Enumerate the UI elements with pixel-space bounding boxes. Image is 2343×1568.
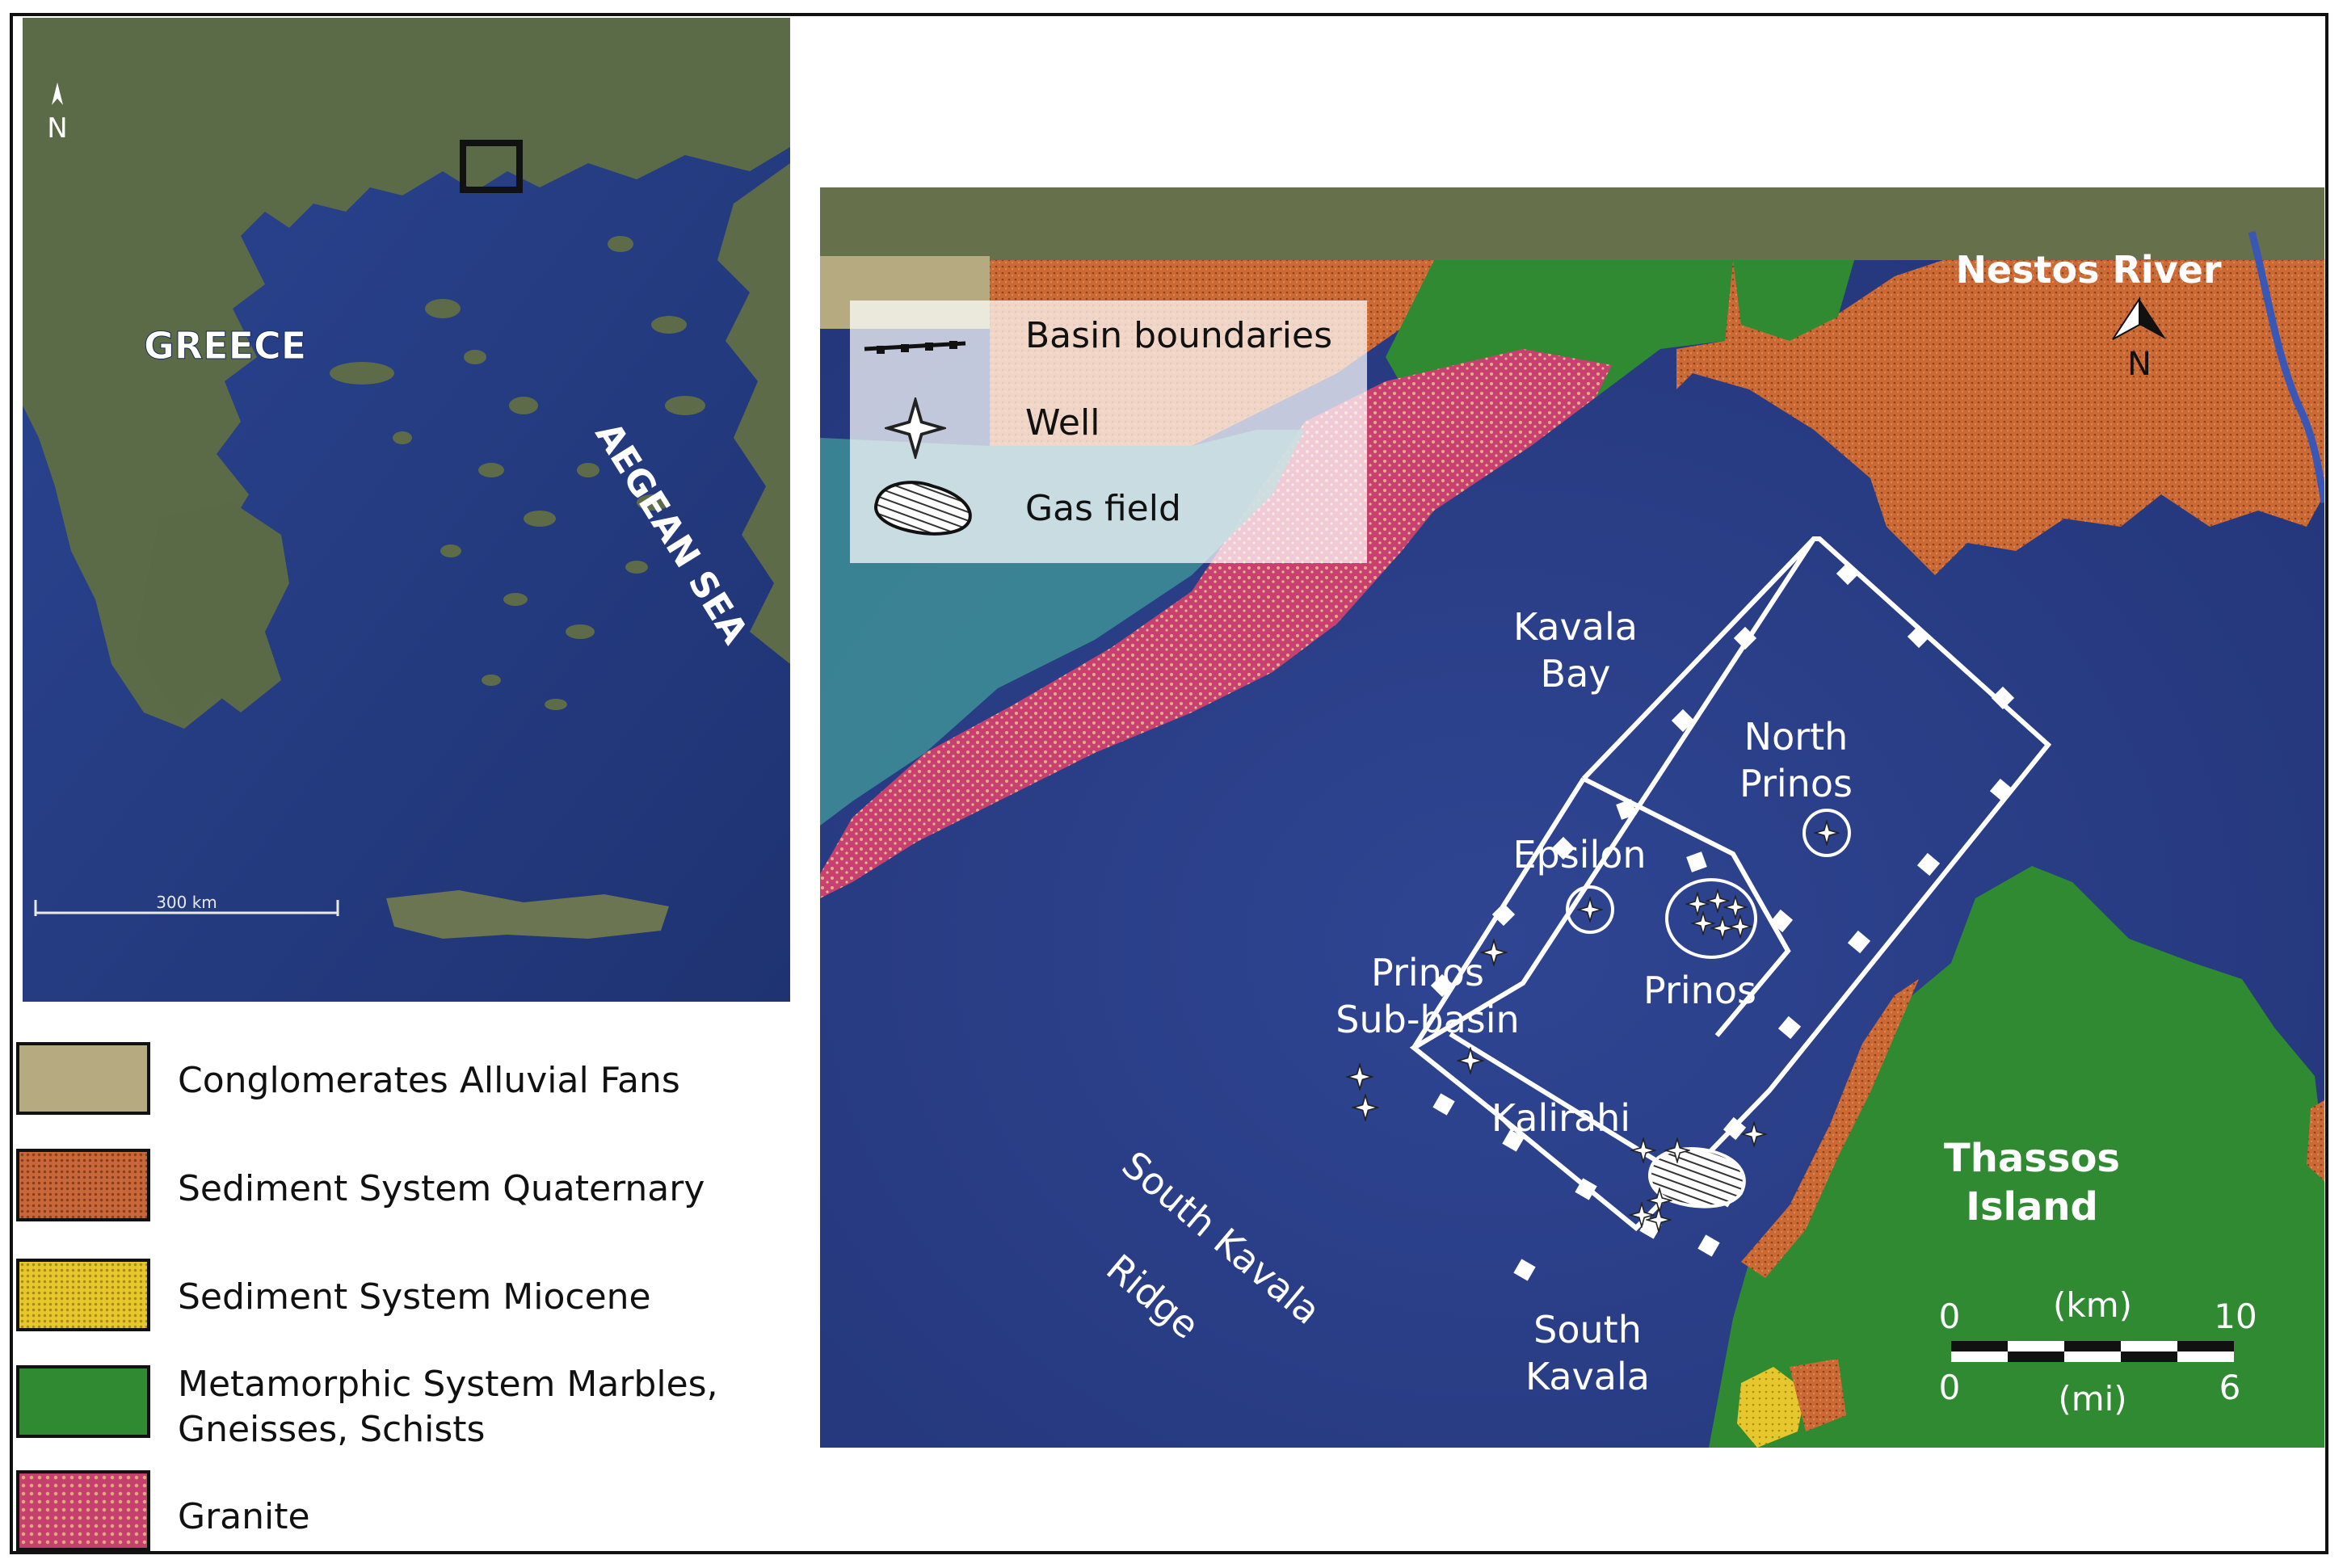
thassos-quaternary-east <box>2307 1100 2324 1181</box>
label-south-kavala-2: Kavala <box>1525 1355 1650 1398</box>
inset-north-arrow: N <box>47 82 68 145</box>
inset-crete <box>386 890 669 939</box>
well-circle-prinos <box>1665 878 1757 959</box>
area-quaternary-east <box>1676 260 2324 575</box>
legend-swatch-metamorphic <box>16 1365 150 1438</box>
main-map: Basin boundaries Well Gas field <box>820 187 2324 1448</box>
lithology-legend: Conglomerates Alluvial Fans Sediment Sys… <box>16 1042 784 1559</box>
basin-boundary-ticks <box>1430 561 2015 1281</box>
label-nestos-river: Nestos River <box>1955 248 2221 292</box>
legend-gas-field-icon <box>874 481 972 536</box>
well-circle-epsilon <box>1566 885 1614 934</box>
inset-label-greece: GREECE <box>144 324 306 368</box>
legend-label-miocene: Sediment System Miocene <box>178 1276 651 1318</box>
figure-border <box>10 13 2328 1554</box>
scale-km-unit: (km) <box>2053 1285 2132 1325</box>
thassos-quaternary-south <box>1790 1359 1846 1431</box>
inset-north-label: N <box>47 112 67 145</box>
main-north-label: N <box>2127 346 2152 383</box>
legend-basin-boundaries: Basin boundaries <box>1025 315 1332 356</box>
label-thassos-2: Island <box>1966 1184 2098 1230</box>
main-north-arrow: N <box>2112 296 2166 383</box>
label-north-prinos-2: Prinos <box>1739 762 1853 805</box>
legend-label-quaternary: Sediment System Quaternary <box>178 1168 705 1209</box>
legend-label-metamorphic-2: Gneisses, Schists <box>178 1409 486 1450</box>
nestos-river <box>2248 230 2324 503</box>
inset-map: N GREECE AEGEAN SEA 300 km <box>23 18 790 1002</box>
label-epsilon: Epsilon <box>1512 833 1646 876</box>
basin-epsilon-split <box>1582 776 1791 1037</box>
label-thassos-1: Thassos <box>1944 1136 2120 1181</box>
scale-mi-end: 6 <box>2219 1368 2241 1407</box>
label-kavala-bay-2: Bay <box>1541 652 1611 696</box>
label-prinos: Prinos <box>1643 969 1756 1012</box>
inset-peloponnese <box>136 502 289 721</box>
area-metamorphic-northeast <box>1733 260 1854 341</box>
legend-swatch-quaternary <box>16 1149 150 1221</box>
scale-km-end: 10 <box>2214 1297 2257 1336</box>
thassos-island <box>1709 866 2324 1448</box>
label-kavala-bay-1: Kavala <box>1513 605 1638 649</box>
legend-gas-field: Gas field <box>1025 488 1181 529</box>
inset-islands <box>330 236 705 710</box>
scale-mi-unit: (mi) <box>2058 1379 2126 1419</box>
inset-scale-label: 300 km <box>156 893 217 912</box>
scale-mi-start: 0 <box>1939 1368 1961 1407</box>
well-circle-north-prinos <box>1802 809 1851 857</box>
label-north-prinos-1: North <box>1744 715 1849 759</box>
basin-outer-outline <box>1409 536 2052 1232</box>
label-prinos-sub-1: Prinos <box>1371 951 1484 994</box>
study-area-box <box>460 140 523 193</box>
overlay-legend: Basin boundaries Well Gas field <box>850 301 1367 563</box>
legend-swatch-conglomerate <box>16 1042 150 1115</box>
label-kalirahi: Kalirahi <box>1491 1096 1630 1140</box>
inset-anatolia <box>717 163 790 664</box>
area-granite <box>820 349 1612 898</box>
mainland-north <box>820 187 2324 260</box>
thassos-miocene <box>1737 1367 1806 1448</box>
thassos-quaternary-rim <box>1741 979 1919 1278</box>
main-scale-bar: 0 (km) 10 0 (mi) 6 <box>1939 1285 2257 1419</box>
label-prinos-sub-2: Sub-basin <box>1336 998 1519 1041</box>
legend-label-metamorphic-1: Metamorphic System Marbles, <box>178 1364 718 1405</box>
legend-label-granite: Granite <box>178 1496 310 1537</box>
basin-north-prinos-split <box>1581 536 1816 781</box>
legend-swatch-miocene <box>16 1259 150 1331</box>
scale-km-start: 0 <box>1939 1297 1961 1336</box>
inset-scale-bar: 300 km <box>34 893 339 916</box>
label-south-kavala-1: South <box>1533 1308 1642 1352</box>
legend-swatch-granite <box>16 1470 150 1551</box>
legend-well: Well <box>1025 402 1100 443</box>
legend-label-conglomerate: Conglomerates Alluvial Fans <box>178 1060 680 1101</box>
